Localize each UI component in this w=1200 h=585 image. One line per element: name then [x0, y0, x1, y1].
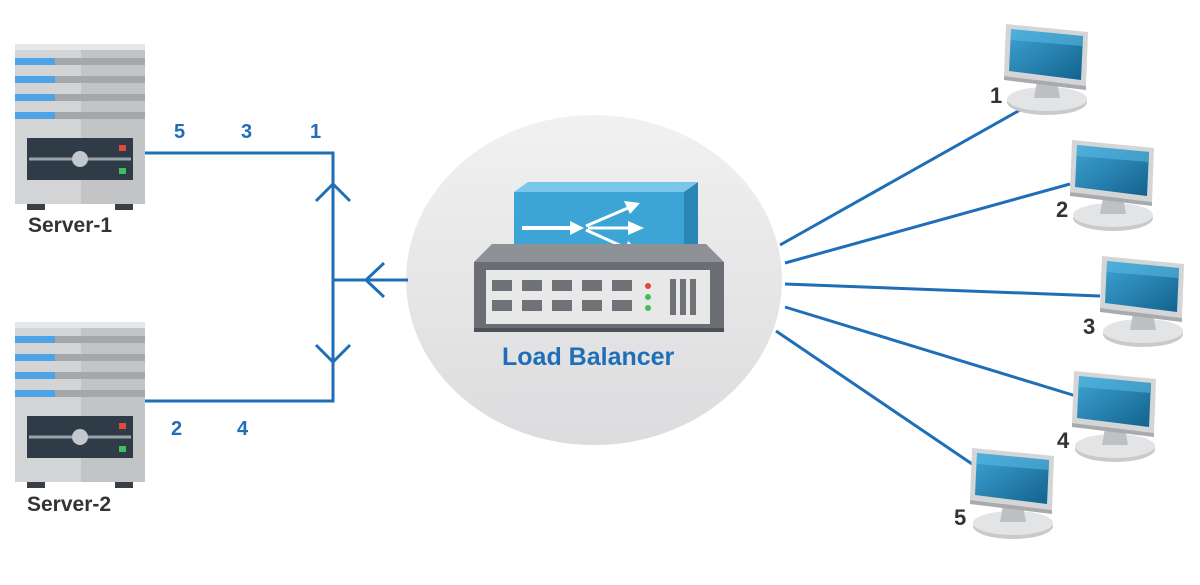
- route-number: 1: [310, 121, 322, 143]
- client-5-connection: [775, 329, 979, 470]
- route-number: 4: [237, 418, 249, 440]
- client-1-icon: [1004, 24, 1088, 115]
- server-2-icon: [13, 320, 147, 490]
- server-1-icon: [13, 42, 147, 212]
- client-5-number: 5: [954, 505, 967, 530]
- client-4-number: 4: [1057, 428, 1070, 453]
- client-1-connection: [779, 108, 1021, 247]
- route-number: 2: [171, 418, 183, 440]
- load-balancer-icon: [474, 182, 724, 332]
- client-1-number: 1: [990, 83, 1003, 108]
- client-3-icon: [1100, 256, 1184, 347]
- client-4-icon: [1072, 371, 1156, 462]
- client-3-number: 3: [1083, 314, 1096, 339]
- client-5-icon: [970, 448, 1054, 539]
- client-4-connection: [784, 305, 1077, 398]
- server-2-label: Server-2: [27, 493, 112, 516]
- load-balancer-label: Load Balancer: [502, 343, 675, 371]
- client-2-icon: [1070, 140, 1154, 231]
- client-3-connection: [784, 282, 1101, 298]
- arrow-up-icon: [314, 181, 352, 203]
- arrow-down-icon: [314, 343, 352, 365]
- route-number: 3: [241, 121, 253, 143]
- arrow-left-icon: [363, 261, 386, 299]
- server-1-connection: [145, 151, 335, 403]
- server-1-label: Server-1: [28, 214, 113, 237]
- client-2-number: 2: [1056, 197, 1069, 222]
- route-number: 5: [174, 121, 186, 143]
- client-2-connection: [784, 182, 1071, 265]
